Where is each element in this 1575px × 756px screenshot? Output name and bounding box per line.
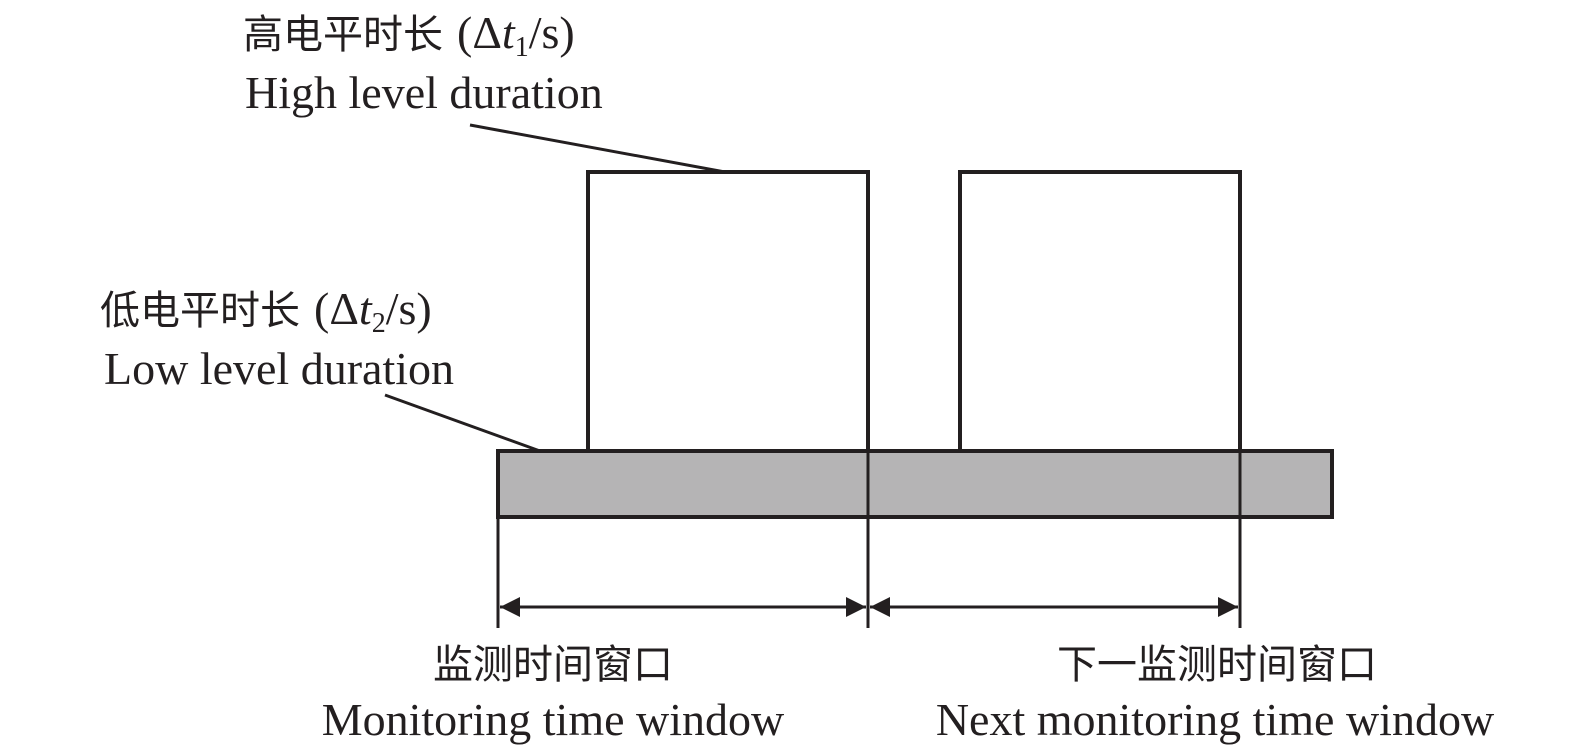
low-level-label-cn: 低电平时长 (Δt2/s) [100, 283, 432, 339]
high-pulse-2 [958, 170, 1242, 451]
monitoring-window-label-cn: 监测时间窗口 [433, 642, 673, 688]
next-window-label-cn: 下一监测时间窗口 [1057, 642, 1377, 688]
low-level-leader [384, 393, 541, 453]
monitoring-window-label-en: Monitoring time window [322, 694, 785, 745]
high-level-label-en: High level duration [245, 67, 603, 118]
next-window-label-en: Next monitoring time window [936, 694, 1495, 745]
high-level-leader [469, 123, 726, 174]
low-level-label-en: Low level duration [104, 343, 454, 394]
high-pulse-1 [586, 170, 870, 451]
low-level-bar [496, 449, 1334, 519]
high-level-label-cn: 高电平时长 (Δt1/s) [243, 7, 575, 63]
